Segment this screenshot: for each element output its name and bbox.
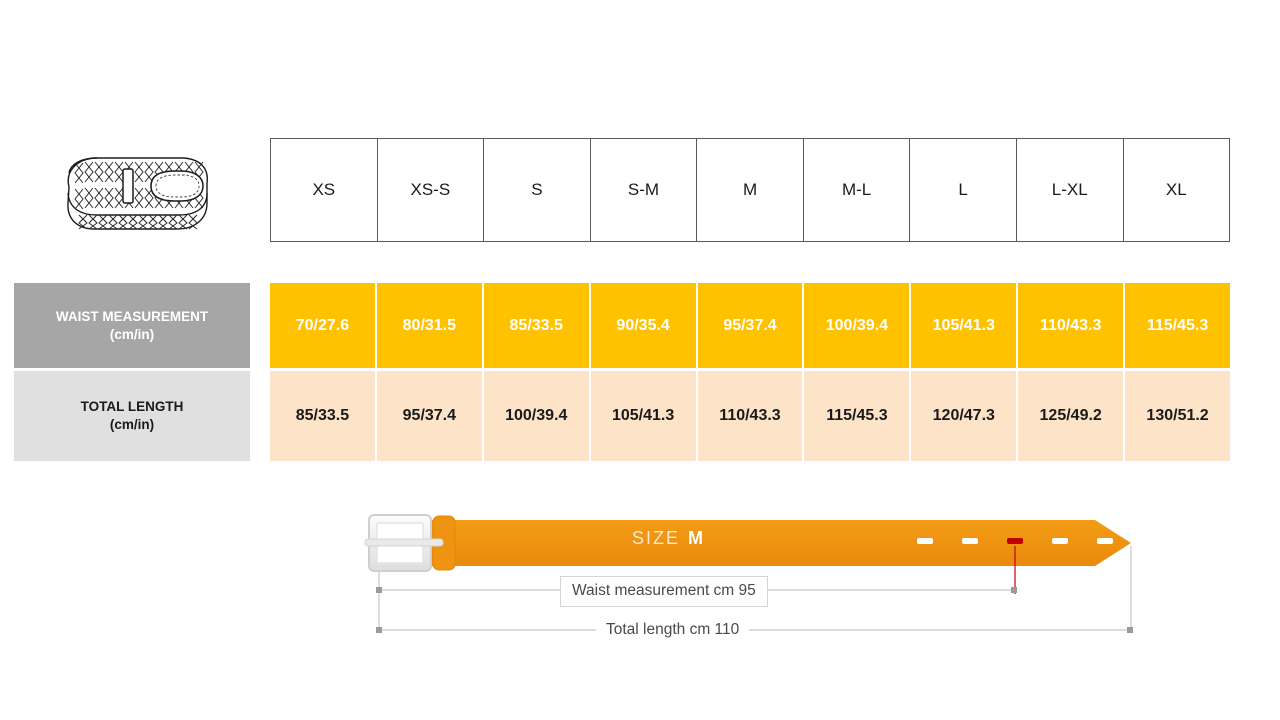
length-value-cell: 115/45.3	[804, 371, 912, 461]
waist-value-cell: 100/39.4	[804, 283, 912, 368]
waist-label-text: WAIST MEASUREMENT	[55, 308, 209, 324]
waist-value-cell: 110/43.3	[1018, 283, 1126, 368]
waist-value-cell: 115/45.3	[1146, 316, 1209, 334]
length-label-unit: (cm/in)	[109, 417, 155, 432]
length-value-cell: 85/33.5	[270, 371, 377, 461]
belt-hole-highlighted	[1007, 538, 1023, 544]
braided-belt-icon	[67, 157, 208, 230]
waist-value-cell: 90/35.4	[591, 283, 698, 368]
waist-value-cell: 105/41.3	[911, 283, 1019, 368]
length-value-cell: 95/37.4	[377, 371, 484, 461]
waist-measurement-row-label: WAIST MEASUREMENT (cm/in)	[14, 283, 250, 368]
waist-value-cell: 80/31.5	[377, 283, 484, 368]
belt-measurement-diagram	[364, 514, 1133, 633]
buckle-prong-bar	[364, 538, 444, 547]
waist-value-cell: 95/37.4	[698, 283, 805, 368]
length-label-text: TOTAL LENGTH	[80, 399, 184, 415]
waist-dim-tick-left	[376, 587, 382, 593]
length-value-cell: 100/39.4	[484, 371, 591, 461]
size-header-table: XS XS-S S S-M M M-L L L-XL XL	[270, 138, 1230, 242]
size-header-cell: XS	[271, 139, 378, 241]
length-value-cell: 130/51.2	[1146, 407, 1209, 424]
total-length-values: 85/33.5 95/37.4 100/39.4 105/41.3 110/43…	[270, 371, 1230, 461]
size-header-cell: M-L	[804, 139, 911, 241]
length-value-cell: 105/41.3	[591, 371, 698, 461]
belt-hole	[962, 538, 978, 544]
size-header-cell: L-XL	[1017, 139, 1124, 241]
size-header-cell: XL	[1165, 180, 1187, 199]
waist-label-unit: (cm/in)	[109, 326, 155, 342]
length-dim-tick-right	[1127, 627, 1133, 633]
belt-hole	[1052, 538, 1068, 544]
waist-value-cell: 85/33.5	[484, 283, 591, 368]
waist-dim-tick-right	[1011, 587, 1017, 593]
length-value-cell: 120/47.3	[911, 371, 1019, 461]
waist-measurement-values: 70/27.6 80/31.5 85/33.5 90/35.4 95/37.4 …	[270, 283, 1230, 368]
waist-value-cell: 70/27.6	[270, 283, 377, 368]
size-header-cell: M	[697, 139, 804, 241]
total-length-callout: Total length cm 110	[596, 618, 750, 642]
length-dim-tick-left	[376, 627, 382, 633]
size-header-cell: L	[910, 139, 1017, 241]
size-header-cell: XS-S	[378, 139, 485, 241]
length-value-cell: 125/49.2	[1018, 371, 1126, 461]
belt-hole	[917, 538, 933, 544]
belt-strap	[427, 520, 1131, 566]
belt-hole	[1097, 538, 1113, 544]
total-length-row-label: TOTAL LENGTH (cm/in)	[14, 371, 250, 461]
size-header-cell: S	[484, 139, 591, 241]
waist-measurement-callout: Waist measurement cm 95	[560, 576, 768, 607]
size-header-cell: S-M	[591, 139, 698, 241]
length-value-cell: 110/43.3	[698, 371, 805, 461]
